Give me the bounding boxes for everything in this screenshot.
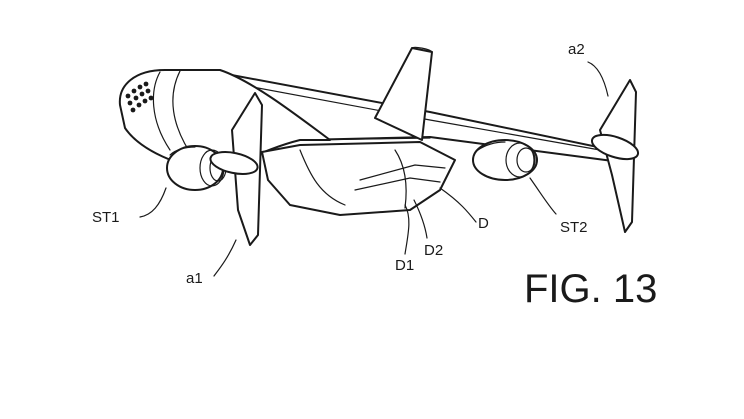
label-st2: ST2 bbox=[560, 219, 588, 236]
cargo-module-d bbox=[261, 141, 456, 216]
label-d1: D1 bbox=[395, 257, 414, 274]
leader-st1 bbox=[139, 187, 167, 218]
engine-st2 bbox=[472, 139, 538, 181]
label-a1: a1 bbox=[186, 270, 203, 287]
control-surface-a1 bbox=[209, 92, 263, 246]
leader-a2 bbox=[587, 61, 609, 97]
label-st1: ST1 bbox=[92, 209, 120, 226]
leader-d1 bbox=[404, 204, 410, 255]
cockpit-windows bbox=[125, 81, 154, 113]
vertical-tail-fin bbox=[374, 46, 433, 141]
label-a2: a2 bbox=[568, 41, 585, 58]
leader-st2 bbox=[529, 177, 557, 215]
leader-a1 bbox=[213, 239, 237, 277]
label-d2: D2 bbox=[424, 242, 443, 259]
control-surface-a2 bbox=[590, 79, 640, 233]
leader-d bbox=[439, 187, 477, 223]
leader-lines bbox=[139, 61, 609, 277]
leader-d2 bbox=[413, 199, 428, 239]
label-d: D bbox=[478, 215, 489, 232]
figure-label: FIG. 13 bbox=[524, 267, 657, 311]
